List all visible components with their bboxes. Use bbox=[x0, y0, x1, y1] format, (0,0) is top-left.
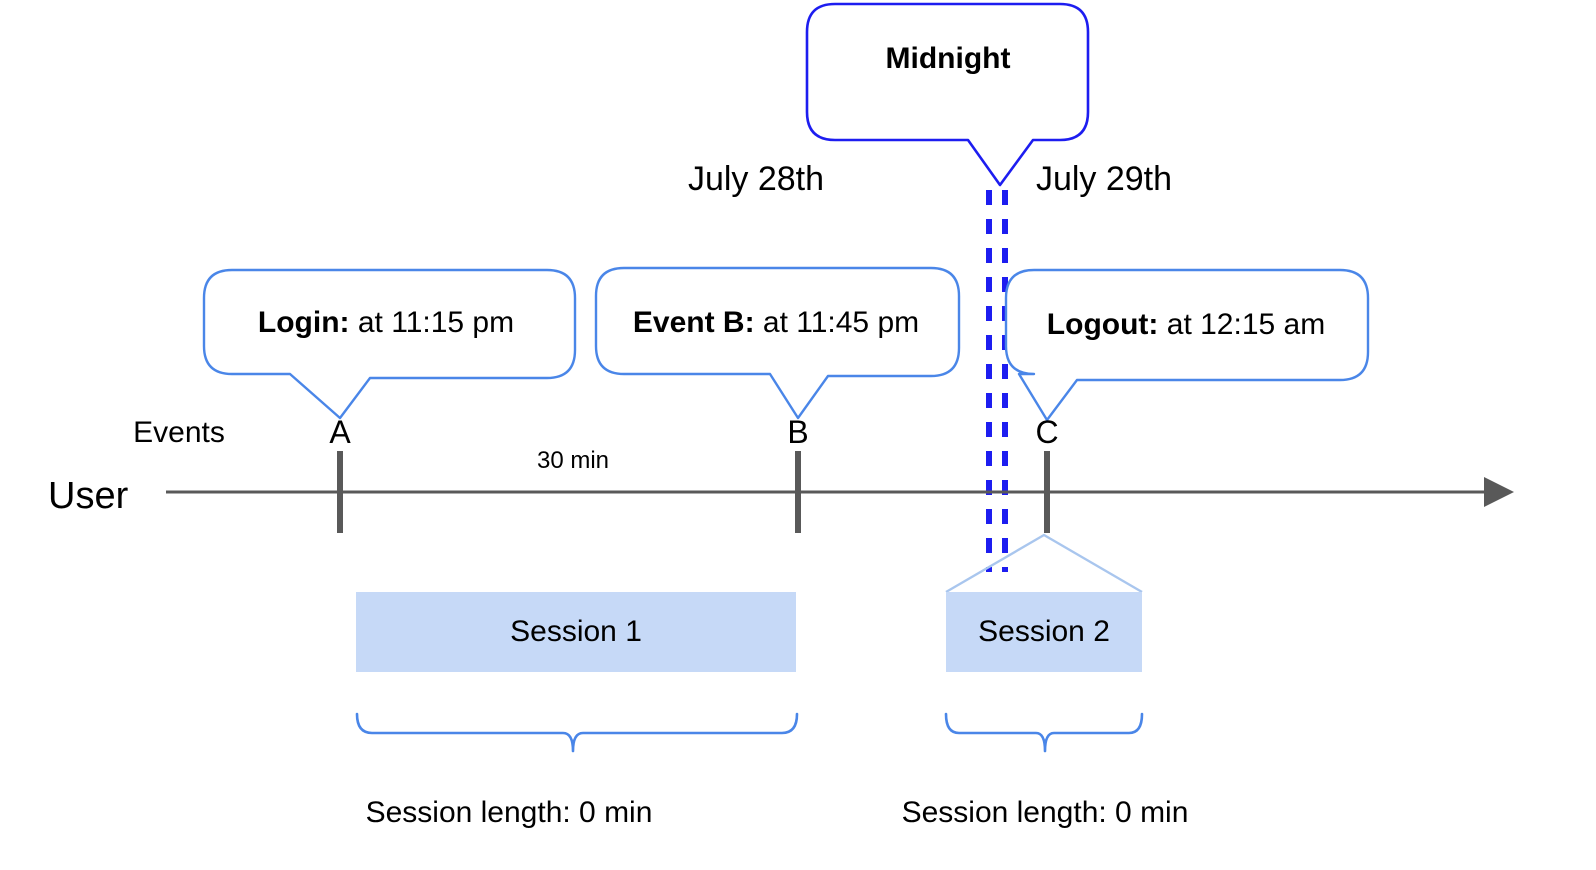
login-callout-shape bbox=[202, 268, 577, 420]
event-marker-a: A bbox=[329, 414, 351, 450]
session-2-length-caption: Session length: 0 min bbox=[901, 796, 1189, 829]
event-tick-marks bbox=[337, 451, 1050, 533]
login-callout-value: at 11:15 pm bbox=[357, 306, 515, 339]
login-callout-text: Login: at 11:15 pm bbox=[258, 308, 514, 338]
event-b-callout-label: Event B: bbox=[632, 306, 763, 339]
event-b-callout-text: Event B: at 11:45 pm bbox=[633, 308, 919, 338]
event-marker-c: C bbox=[1035, 414, 1059, 450]
logout-callout-text: Logout: at 12:15 am bbox=[1047, 310, 1325, 340]
logout-callout-label: Logout: bbox=[1046, 308, 1167, 341]
login-callout-label: Login: bbox=[257, 306, 358, 339]
lane-label-user: User bbox=[48, 475, 129, 517]
interval-label-30-min: 30 min bbox=[536, 447, 610, 474]
logout-callout-value: at 12:15 am bbox=[1166, 308, 1326, 341]
session-box-2: Session 2 bbox=[946, 592, 1142, 672]
session-box-1-label: Session 1 bbox=[510, 615, 642, 648]
midnight-callout-shape bbox=[805, 2, 1090, 187]
session2-tent-lines bbox=[945, 533, 1143, 594]
date-label-july-28: July 28th bbox=[687, 160, 825, 198]
session-box-1: Session 1 bbox=[356, 592, 796, 672]
logout-callout-shape bbox=[1004, 268, 1370, 422]
midnight-dashed-line bbox=[986, 190, 1008, 572]
date-label-july-29: July 29th bbox=[1035, 160, 1173, 198]
session1-brace bbox=[355, 712, 799, 753]
session-box-2-label: Session 2 bbox=[978, 615, 1110, 648]
session2-brace bbox=[944, 712, 1144, 753]
session-1-length-caption: Session length: 0 min bbox=[365, 796, 653, 829]
midnight-callout-label: Midnight bbox=[885, 42, 1011, 75]
event-b-callout-value: at 11:45 pm bbox=[762, 306, 920, 339]
event-b-callout-shape bbox=[594, 266, 961, 420]
event-marker-b: B bbox=[787, 414, 809, 450]
lane-label-events: Events bbox=[133, 416, 225, 449]
